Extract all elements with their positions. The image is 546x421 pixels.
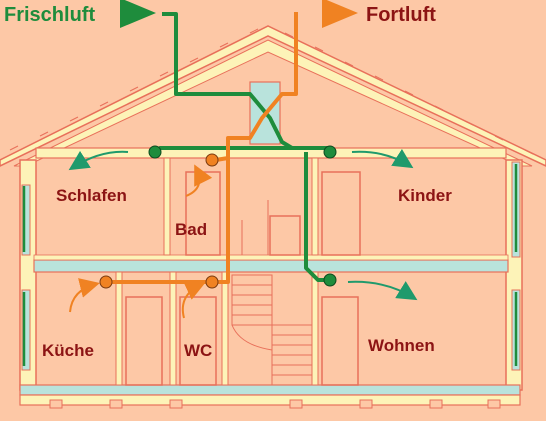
middle-floor — [33, 254, 509, 273]
valve-nodes — [99, 145, 337, 289]
room-label-bath: Bad — [175, 220, 207, 239]
orange-valve-icon — [205, 153, 219, 167]
green-valve-icon — [323, 145, 337, 159]
airflow-arrows — [68, 148, 418, 319]
room-label-bedroom: Schlafen — [56, 186, 127, 205]
orange-valve-icon — [99, 275, 113, 289]
room-label-kids: Kinder — [398, 186, 452, 205]
green-valve-icon — [148, 145, 162, 159]
orange-valve-icon — [205, 275, 219, 289]
fresh-air-label: Frischluft — [4, 4, 95, 26]
exhaust-air-label: Fortluft — [366, 4, 436, 26]
room-label-living: Wohnen — [368, 336, 435, 355]
ground-floor — [19, 384, 521, 409]
interior-walls — [115, 157, 319, 386]
staircase — [231, 200, 313, 386]
room-label-wc: WC — [184, 341, 212, 360]
room-label-kitchen: Küche — [42, 341, 94, 360]
green-valve-icon — [323, 273, 337, 287]
